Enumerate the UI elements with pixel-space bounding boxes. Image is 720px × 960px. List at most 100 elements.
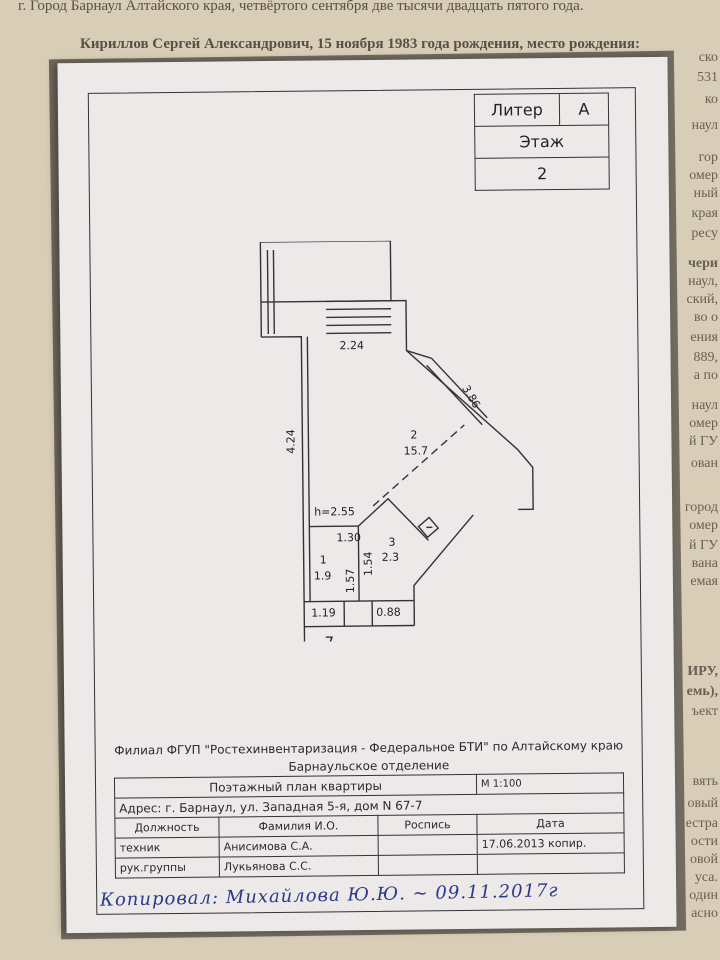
background-text-fragment: уса.	[694, 870, 718, 885]
background-text-fragment: асно	[691, 906, 718, 921]
balcony-wall-left	[259, 242, 263, 338]
balcony-window-line	[266, 250, 270, 335]
partition-wall	[357, 526, 360, 602]
dashed-zone-line	[372, 424, 465, 507]
background-text-fragment: один	[689, 888, 718, 903]
background-text-fragment: ско	[698, 50, 718, 65]
window-diagonal	[426, 364, 483, 426]
background-text-fragment: омер	[689, 168, 718, 183]
background-text-fragment: ения	[690, 330, 718, 345]
background-text-fragment: естра	[685, 816, 718, 831]
room-2-number: 2	[410, 428, 417, 441]
floor-plan-sheet: Литер А Этаж 2	[57, 56, 677, 934]
dim-ceiling-height: h=2.55	[314, 505, 355, 518]
background-text-fragment: ъект	[691, 704, 718, 719]
apartment-floor-plan: 2.24 3.86 4.24 2 15.7 h=2.55 1.30 3 2.3 …	[259, 240, 534, 642]
row1-signature	[378, 834, 478, 856]
background-text-fragment: й ГУ	[689, 538, 718, 553]
background-text-fragment: ко	[704, 92, 718, 107]
litera-value: А	[559, 92, 609, 126]
background-text-fragment: ный	[693, 186, 718, 201]
room-1-number: 1	[320, 553, 327, 566]
floor-value: 2	[474, 156, 610, 191]
litera-label: Литер	[474, 93, 560, 127]
apartment-number: 7	[324, 633, 334, 642]
col-name: Фамилия И.О.	[218, 815, 379, 838]
row2-position: рук.группы	[115, 857, 220, 879]
background-text-fragment: вана	[691, 556, 718, 571]
background-text-fragment: 531	[697, 70, 718, 85]
outer-wall-left	[261, 335, 306, 642]
background-text-fragment: й ГУ	[689, 434, 718, 449]
background-text-fragment: ован	[690, 456, 718, 471]
corridor-wall	[304, 624, 415, 628]
dim-088: 0.88	[376, 606, 401, 619]
balcony-wall-top	[260, 240, 392, 301]
background-text-fragment: город	[684, 500, 718, 515]
row2-date	[477, 852, 625, 875]
background-text-fragment: овой	[689, 852, 718, 867]
background-text-fragment: наул	[691, 118, 718, 133]
background-text-line: г. Город Барнаул Алтайского края, четвёр…	[18, 0, 584, 14]
room-3-number: 3	[388, 536, 395, 549]
background-text-fragment: края	[691, 206, 718, 221]
floor-label: Этаж	[474, 124, 609, 159]
background-text-fragment: омер	[689, 416, 718, 431]
outer-wall-lower	[413, 514, 474, 626]
background-text-fragment: чери	[688, 256, 718, 271]
title-block: Филиал ФГУП "Ростехинвентаризация - Феде…	[114, 736, 625, 879]
dim-top-width: 2.24	[339, 339, 364, 352]
col-date: Дата	[476, 812, 625, 835]
stair-line	[325, 300, 391, 303]
window-diagonal	[431, 357, 488, 419]
room-1-area: 1.9	[314, 569, 332, 582]
litera-floor-table: Литер А Этаж 2	[474, 92, 610, 191]
dim-left-height: 4.24	[284, 429, 297, 454]
stair-line	[326, 324, 392, 327]
stair-line	[326, 316, 392, 319]
background-text-fragment: ский,	[686, 292, 719, 307]
wall-segment	[406, 349, 432, 359]
row1-date: 17.06.2013 копир.	[477, 832, 625, 855]
dim-157: 1.57	[344, 569, 357, 594]
bottom-wall	[304, 599, 415, 603]
background-text-fragment: емь),	[686, 684, 718, 699]
background-text-fragment: емая	[690, 574, 718, 589]
outer-wall-diagonal	[390, 299, 534, 511]
stair-line	[326, 332, 392, 335]
background-text-fragment: ИРУ,	[687, 664, 718, 679]
background-text-fragment: ресу	[691, 226, 718, 241]
background-text-fragment: вять	[692, 774, 718, 789]
dim-diagonal: 3.86	[459, 383, 483, 411]
plan-scale: М 1:100	[476, 772, 624, 795]
dim-119: 1.19	[311, 606, 336, 619]
partition-wall	[309, 525, 359, 528]
background-text-fragment: во о	[693, 310, 718, 325]
balcony-window-line	[272, 249, 276, 334]
background-text-fragment: наул,	[688, 274, 718, 289]
background-text-fragment: наул	[691, 398, 718, 413]
background-text-line: Кириллов Сергей Александрович, 15 ноября…	[80, 36, 641, 52]
room-3-area: 2.3	[382, 551, 400, 564]
inner-wall-left	[306, 336, 311, 602]
row2-signature	[378, 854, 478, 876]
dim-130: 1.30	[336, 531, 361, 544]
dim-154: 1.54	[362, 551, 375, 576]
drawing-frame: Литер А Этаж 2	[87, 87, 645, 915]
stamp-table: Поэтажный план квартиры М 1:100 Адрес: г…	[114, 772, 625, 879]
row1-position: техник	[115, 837, 220, 859]
room-2-area: 15.7	[403, 444, 428, 457]
col-signature: Роспись	[377, 814, 478, 836]
background-text-fragment: омер	[689, 518, 718, 533]
background-text-fragment: овый	[687, 796, 718, 811]
stair-line	[326, 308, 392, 311]
background-text-fragment: гор	[698, 150, 718, 165]
col-position: Должность	[114, 817, 220, 839]
row2-name: Лукьянова С.С.	[219, 855, 379, 878]
ventilation-duct	[417, 516, 440, 539]
partition-wall	[357, 497, 429, 541]
background-text-fragment: ости	[690, 834, 718, 849]
background-text-fragment: 889,	[693, 350, 719, 365]
row1-name: Анисимова С.А.	[219, 835, 379, 858]
background-text-fragment: а по	[693, 368, 718, 383]
